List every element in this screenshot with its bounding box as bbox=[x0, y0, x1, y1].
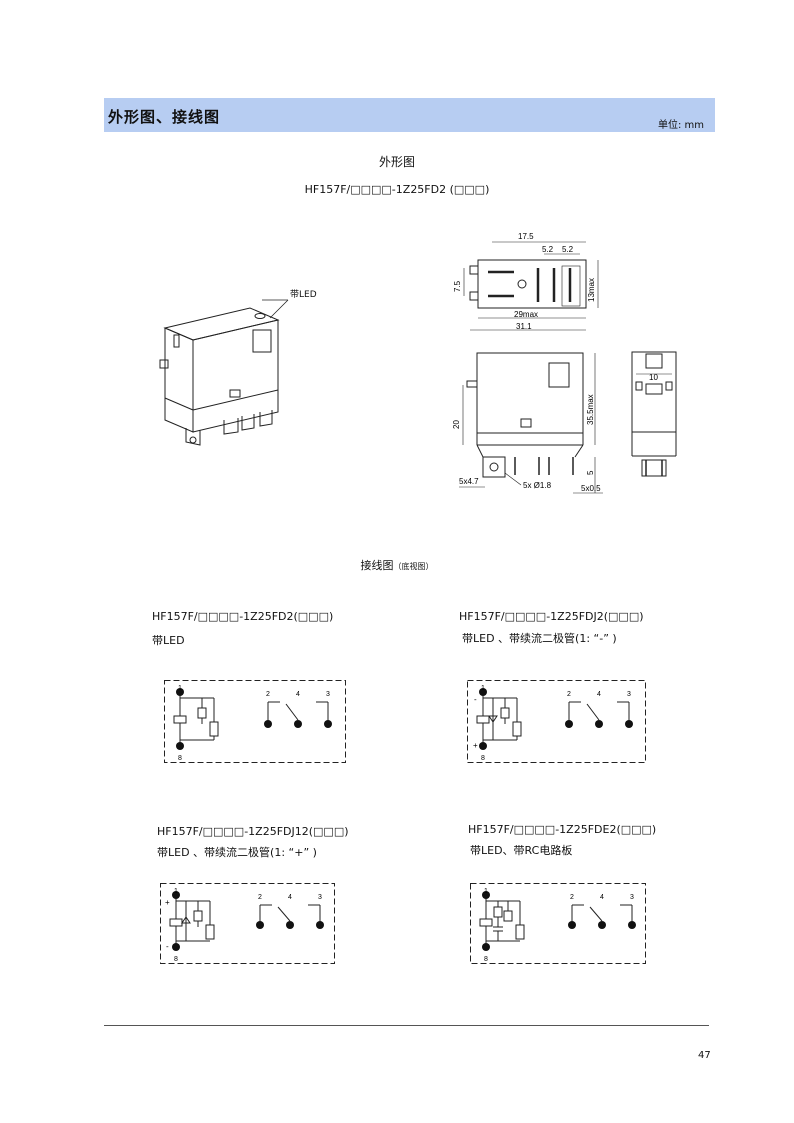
pin-2-label: 2 bbox=[567, 691, 571, 698]
front-view-drawing: 20 35.5max 5 5x4.7 5x Ø1.8 5x0.5 bbox=[452, 352, 603, 494]
wiring-diagram-1: 1 2 4 3 8 bbox=[164, 680, 346, 763]
dim-5x-dia-1-8: 5x Ø1.8 bbox=[523, 481, 552, 490]
dim-17-5: 17.5 bbox=[518, 232, 534, 241]
dim-29max: 29max bbox=[514, 310, 538, 319]
pin-2-label: 2 bbox=[258, 894, 262, 901]
pin-3-label: 3 bbox=[627, 691, 631, 698]
dim-13max: 13max bbox=[587, 278, 596, 302]
wiring-desc-4: 带LED、带RC电路板 bbox=[470, 844, 573, 857]
unit-label: 单位: mm bbox=[658, 120, 705, 131]
page-number: 47 bbox=[698, 1050, 711, 1061]
pin-3-label: 3 bbox=[630, 894, 634, 901]
dim-31-1: 31.1 bbox=[516, 322, 532, 331]
dim-5: 5 bbox=[586, 470, 595, 475]
polarity-top: - bbox=[474, 695, 477, 704]
wiring-title-text: 接线图 bbox=[360, 559, 394, 572]
dim-7-5: 7.5 bbox=[453, 280, 462, 292]
section-title: 外形图、接线图 bbox=[108, 108, 221, 126]
pin-2-label: 2 bbox=[266, 691, 270, 698]
pin-4-label: 4 bbox=[296, 691, 300, 698]
wiring-title-note: （底视图） bbox=[393, 562, 434, 571]
relay-isometric-drawing bbox=[159, 307, 280, 446]
footer-divider bbox=[104, 1025, 709, 1026]
wiring-model-3: HF157F/□□□□-1Z25FDJ12(□□□) bbox=[157, 825, 349, 838]
dim-5x4-7: 5x4.7 bbox=[459, 477, 479, 486]
wiring-desc-2: 带LED 、带续流二极管(1: “-” ) bbox=[462, 632, 617, 645]
pin-8-label: 8 bbox=[174, 956, 178, 963]
pin-4-label: 4 bbox=[600, 894, 604, 901]
pin-3-label: 3 bbox=[318, 894, 322, 901]
wiring-model-4: HF157F/□□□□-1Z25FDE2(□□□) bbox=[468, 823, 657, 836]
pin-1-label: 1 bbox=[174, 888, 178, 895]
polarity-bottom: + bbox=[473, 741, 478, 750]
top-view-drawing: 17.5 5.2 5.2 7.5 13max 29max 31.1 bbox=[453, 232, 599, 331]
polarity-top: + bbox=[165, 898, 170, 907]
wiring-desc-1: 带LED bbox=[152, 634, 185, 647]
led-callout-line bbox=[262, 299, 289, 319]
dim-5-2-a: 5.2 bbox=[542, 245, 554, 254]
dim-5x0-5: 5x0.5 bbox=[581, 484, 601, 493]
dim-5-2-b: 5.2 bbox=[562, 245, 574, 254]
wiring-diagram-3: 1 2 4 3 8 + - bbox=[160, 883, 335, 964]
pin-8-label: 8 bbox=[178, 755, 182, 762]
pin-1-label: 1 bbox=[481, 685, 485, 692]
dim-20: 20 bbox=[452, 420, 461, 429]
led-callout-label: 带LED bbox=[290, 290, 317, 300]
outline-title: 外形图 bbox=[378, 155, 415, 169]
wiring-title: 接线图（底视图） bbox=[0, 557, 794, 573]
pin-4-label: 4 bbox=[288, 894, 292, 901]
dim-10: 10 bbox=[649, 373, 658, 382]
wiring-diagram-4: 1 2 4 3 8 bbox=[470, 883, 646, 964]
pin-8-label: 8 bbox=[484, 956, 488, 963]
wiring-desc-3: 带LED 、带续流二极管(1: “+” ) bbox=[157, 846, 317, 859]
pin-1-label: 1 bbox=[178, 685, 182, 692]
dim-35-5max: 35.5max bbox=[586, 394, 595, 425]
pin-4-label: 4 bbox=[597, 691, 601, 698]
pin-8-label: 8 bbox=[481, 755, 485, 762]
wiring-model-2: HF157F/□□□□-1Z25FDJ2(□□□) bbox=[459, 610, 644, 623]
section-header-bar bbox=[104, 98, 715, 132]
pin-3-label: 3 bbox=[326, 691, 330, 698]
wiring-model-1: HF157F/□□□□-1Z25FD2(□□□) bbox=[152, 610, 334, 623]
pin-1-label: 1 bbox=[484, 888, 488, 895]
pin-2-label: 2 bbox=[570, 894, 574, 901]
side-view-drawing: 10 bbox=[631, 351, 677, 477]
polarity-bottom: - bbox=[166, 942, 169, 951]
wiring-diagram-2: 1 2 4 3 8 - + bbox=[467, 680, 646, 763]
outline-model-number: HF157F/□□□□-1Z25FD2 (□□□) bbox=[304, 183, 490, 196]
